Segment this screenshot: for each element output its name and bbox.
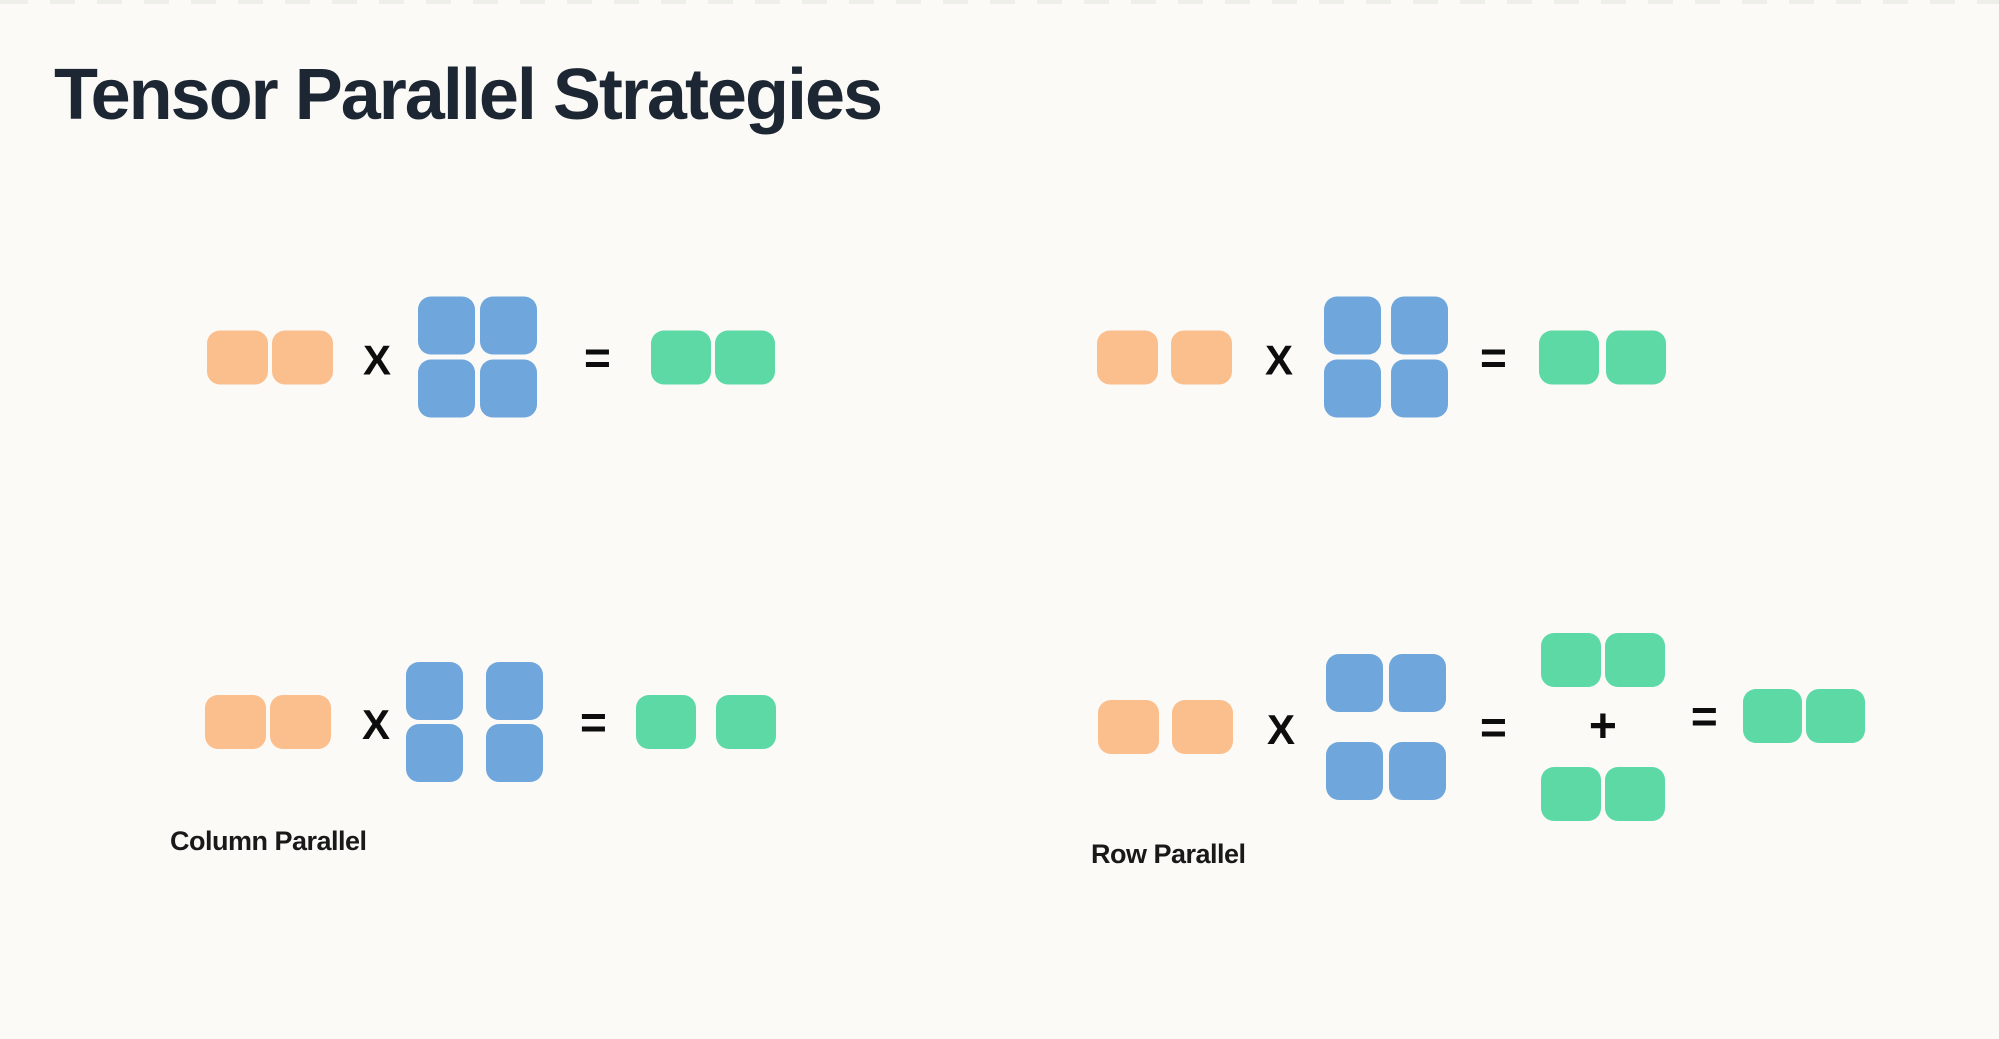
weight-block	[480, 296, 538, 355]
equals-operator: =	[1690, 690, 1718, 742]
weight-block	[418, 296, 476, 355]
output-block	[650, 330, 711, 384]
output-matrix	[1538, 330, 1666, 384]
diagram-top-right: X =	[1097, 296, 1666, 418]
input-block	[205, 695, 266, 749]
input-block	[1172, 700, 1233, 754]
multiply-operator: X	[1267, 706, 1296, 753]
input-block	[207, 330, 268, 384]
output-block	[714, 330, 775, 384]
weight-block	[1326, 742, 1384, 800]
equals-operator: =	[1480, 701, 1507, 753]
output-block	[1805, 689, 1865, 743]
output-block	[1538, 330, 1599, 384]
weight-matrix	[418, 296, 538, 418]
top-edge-pattern	[0, 0, 1999, 4]
weight-block	[480, 359, 538, 418]
weight-block	[1326, 654, 1384, 712]
weight-block	[486, 662, 544, 720]
caption-row-parallel: Row Parallel	[1091, 839, 1246, 869]
diagram-row-parallel: X = + =	[1098, 633, 1865, 821]
equals-operator: =	[584, 331, 611, 383]
input-block	[1097, 330, 1158, 384]
caption-column-parallel: Column Parallel	[170, 826, 367, 856]
partial-output-block	[1540, 633, 1601, 687]
input-matrix	[1098, 700, 1233, 754]
weight-block	[418, 359, 476, 418]
weight-block	[1391, 359, 1449, 418]
plus-operator: +	[1588, 700, 1617, 753]
output-block	[715, 695, 776, 749]
partial-sum-stack: +	[1540, 633, 1665, 821]
weight-block	[406, 724, 464, 782]
equals-operator: =	[1480, 331, 1507, 383]
input-matrix	[1097, 330, 1232, 384]
input-matrix	[205, 695, 331, 749]
weight-matrix-row-split	[1326, 654, 1447, 800]
diagram-top-left: X =	[207, 296, 775, 418]
output-matrix	[1742, 689, 1865, 743]
output-block	[1742, 689, 1802, 743]
partial-output-block	[1604, 767, 1665, 821]
input-block	[272, 330, 333, 384]
diagram-column-parallel: X =	[205, 662, 776, 782]
weight-block	[1324, 359, 1382, 418]
output-matrix	[650, 330, 775, 384]
partial-output-matrix	[1540, 767, 1665, 821]
partial-output-matrix	[1540, 633, 1665, 687]
multiply-operator: X	[362, 701, 391, 748]
partial-output-block	[1604, 633, 1665, 687]
weight-block	[486, 724, 544, 782]
weight-block	[406, 662, 464, 720]
weight-block	[1391, 296, 1449, 355]
input-matrix	[207, 330, 333, 384]
input-block	[1171, 330, 1232, 384]
multiply-operator: X	[363, 336, 392, 383]
partial-output-block	[1540, 767, 1601, 821]
weight-block	[1324, 296, 1382, 355]
output-block	[1605, 330, 1666, 384]
output-matrix-sharded	[635, 695, 776, 749]
weight-matrix	[1324, 296, 1449, 418]
multiply-operator: X	[1265, 336, 1294, 383]
output-block	[635, 695, 696, 749]
weight-matrix-column-split	[406, 662, 544, 782]
input-block	[270, 695, 331, 749]
weight-block	[1389, 742, 1447, 800]
weight-block	[1389, 654, 1447, 712]
page-title: Tensor Parallel Strategies	[54, 55, 883, 135]
equals-operator: =	[580, 696, 607, 748]
input-block	[1098, 700, 1159, 754]
